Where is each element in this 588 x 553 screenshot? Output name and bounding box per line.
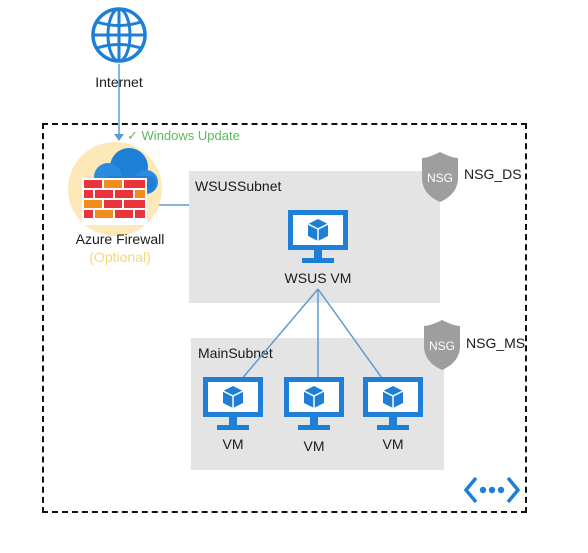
- shield-icon: NSG: [422, 152, 458, 202]
- vm-node-2: [282, 374, 346, 434]
- virtual-network-icon-wrap: [462, 474, 522, 506]
- firewall-node: [74, 142, 164, 232]
- wsus-vm-label: WSUS VM: [284, 270, 352, 286]
- nsg-ms-label: NSG_MS: [466, 335, 526, 351]
- wsus-to-vm3-connector: [317, 288, 385, 382]
- vm-node-1: [201, 374, 265, 434]
- check-icon: ✓: [127, 128, 138, 143]
- vm-monitor-icon: [363, 377, 423, 430]
- globe-icon: [91, 7, 147, 63]
- vm-node-3: [361, 374, 425, 434]
- nsg-ms-badge: NSG: [429, 339, 455, 353]
- vm-label-3: VM: [382, 436, 404, 452]
- main-subnet-label: MainSubnet: [198, 345, 273, 361]
- internet-label: Internet: [95, 74, 143, 90]
- wsus-to-vm1-connector: [239, 288, 319, 382]
- vm-label-1: VM: [222, 436, 244, 452]
- virtual-network-icon: [463, 476, 521, 504]
- vm-monitor-icon: [203, 377, 263, 430]
- internet-node: [84, 6, 154, 66]
- nsg-ds-shield: NSG: [420, 150, 460, 204]
- firewall-label: Azure Firewall: [75, 231, 165, 247]
- vm-label-2: VM: [303, 438, 325, 454]
- brick-wall-icon: [82, 178, 147, 225]
- nsg-ds-badge: NSG: [427, 171, 453, 185]
- nsg-ms-shield: NSG: [422, 318, 462, 372]
- wsus-vm-node: [286, 207, 350, 267]
- firewall-icon: [82, 148, 158, 225]
- vm-monitor-icon: [284, 377, 344, 430]
- windows-update-label: ✓ Windows Update: [127, 128, 240, 144]
- internet-to-firewall-arrowhead: [114, 134, 124, 141]
- wsus-subnet: WSUSSubnet: [189, 171, 440, 303]
- vm-monitor-icon: [288, 210, 348, 263]
- virtual-network-boundary: [42, 123, 527, 513]
- wsus-subnet-label: WSUSSubnet: [195, 178, 282, 194]
- windows-update-text: Windows Update: [141, 128, 240, 143]
- shield-icon: NSG: [424, 320, 460, 370]
- firewall-optional-label: (Optional): [89, 249, 151, 265]
- nsg-ds-label: NSG_DS: [464, 166, 522, 182]
